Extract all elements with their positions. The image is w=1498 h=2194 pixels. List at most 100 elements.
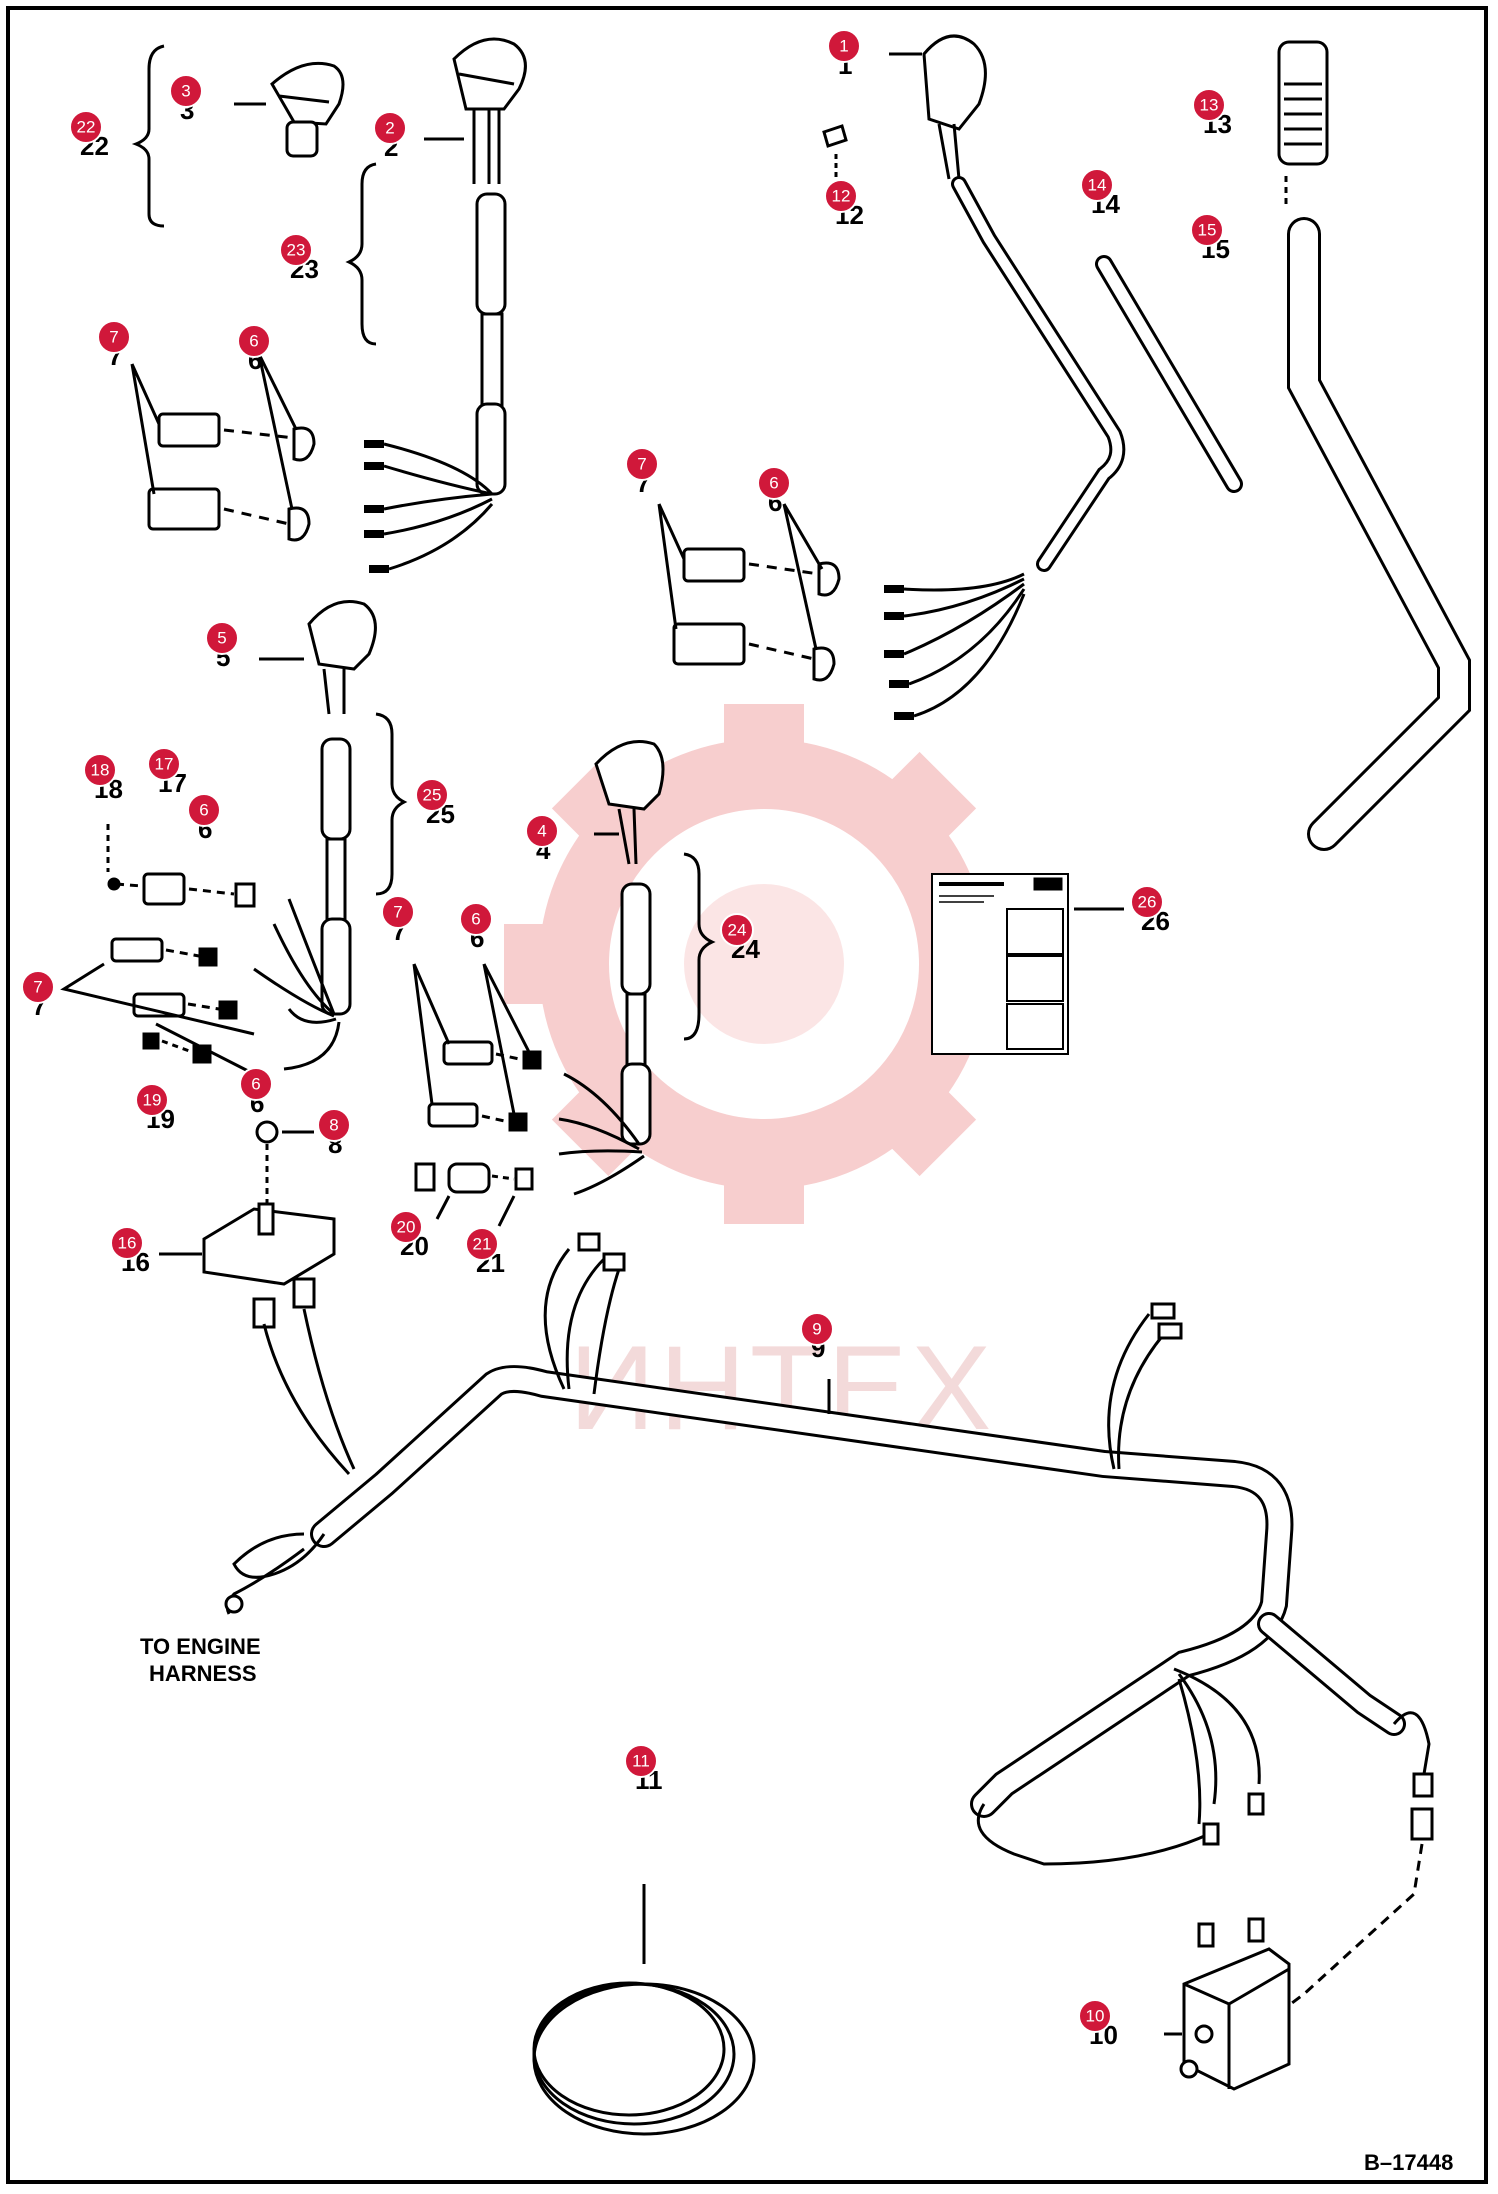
decal-26-drawing [931,873,1124,1055]
valve-10-drawing [1164,1917,1291,2091]
main-harness-9 [224,1232,1434,2011]
callout-7: 7 [97,320,131,354]
callout-number: 6 [249,332,258,351]
callout-11: 11 [624,1744,658,1778]
callout-number: 17 [155,755,174,774]
callout-4: 4 [525,814,559,848]
callout-circle [720,913,754,947]
callout-15: 15 [1190,213,1224,247]
callout-circle [824,179,858,213]
sleeve-14-drawing [1095,255,1243,493]
callout-circle [1080,168,1114,202]
grip-13-drawing [1277,40,1329,166]
callout-1: 1 [827,29,861,63]
callout-circle [373,111,407,145]
callout-circle [279,233,313,267]
callout-circle [1192,88,1226,122]
callout-circle [1130,885,1164,919]
callout-number: 9 [812,1320,821,1339]
callout-25: 25 [415,778,449,812]
callout-number: 22 [77,118,96,137]
callout-23: 23 [279,233,313,267]
callout-number: 12 [832,187,851,206]
callout-circle [459,902,493,936]
callout-circle [757,466,791,500]
callout-number: 10 [1086,2007,1105,2026]
callout-circle [415,778,449,812]
callout-circle [83,753,117,787]
callout-number: 14 [1088,176,1107,195]
brace-22 [131,44,165,228]
callout-10: 10 [1078,1999,1112,2033]
callout-17: 17 [147,747,181,781]
brace-24 [683,852,716,1041]
callout-number: 23 [287,241,306,260]
callout-8: 8 [317,1108,351,1142]
callout-circle [827,29,861,63]
callout-6: 6 [237,324,271,358]
callout-number: 25 [423,786,442,805]
callout-5: 5 [205,621,239,655]
callout-circle [205,621,239,655]
callout-number: 1 [839,37,848,56]
callout-22: 22 [69,110,103,144]
callout-circle [389,1210,423,1244]
callout-circle [237,324,271,358]
callout-number: 19 [143,1091,162,1110]
callout-3: 3 [169,74,203,108]
callout-number: 8 [329,1116,338,1135]
switch-16-drawing [159,1202,356,1476]
callout-number: 5 [217,629,226,648]
callout-7: 7 [381,895,415,929]
callout-number: 6 [251,1075,260,1094]
callout-24: 24 [720,913,754,947]
callout-circle [1078,1999,1112,2033]
brace-23 [345,162,377,346]
callout-number: 21 [473,1235,492,1254]
callout-20: 20 [389,1210,423,1244]
callout-number: 18 [91,761,110,780]
callout-circle [147,747,181,781]
callout-6: 6 [239,1067,273,1101]
callout-number: 4 [537,822,546,841]
brace-25 [375,712,408,896]
connector-group-upper-left [130,353,316,542]
callout-number: 3 [181,82,190,101]
callout-26: 26 [1130,885,1164,919]
callout-circle [135,1083,169,1117]
callout-7: 7 [21,970,55,1004]
callout-circle [800,1312,834,1346]
handle-1-drawing [884,34,1126,720]
callout-circle [465,1227,499,1261]
watermark: ИНТЕХ [504,704,1024,1455]
callout-circle [187,793,221,827]
callout-number: 16 [118,1234,137,1253]
callout-7: 7 [625,447,659,481]
handle-4-drawing [558,740,665,1196]
callout-number: 6 [199,801,208,820]
callout-number: 6 [471,910,480,929]
callout-layer: 1234566666777789101112131415161718192021… [21,29,1226,2033]
handle-3-drawing [234,61,345,158]
callout-number: 7 [393,903,402,922]
callout-circle [21,970,55,1004]
nut-8-drawing [255,1120,314,1204]
callout-19: 19 [135,1083,169,1117]
coil-11-drawing [532,1884,756,2136]
callout-circle [624,1744,658,1778]
callout-number: 13 [1200,96,1219,115]
callout-16: 16 [110,1226,144,1260]
callout-number: 7 [109,328,118,347]
hardware-left [60,824,256,1076]
line-art [60,34,1471,2136]
callout-number: 15 [1198,221,1217,240]
engine-harness-label-line2: HARNESS [149,1661,257,1686]
handle-5-drawing [253,600,377,1071]
callout-circle [110,1226,144,1260]
handle-2-drawing [364,37,527,573]
callout-number: 2 [385,119,394,138]
callout-number: 26 [1138,893,1157,912]
connector-group-middle [412,963,542,1227]
callout-9: 9 [800,1312,834,1346]
parts-diagram: ИНТЕХ [21,29,1471,2175]
